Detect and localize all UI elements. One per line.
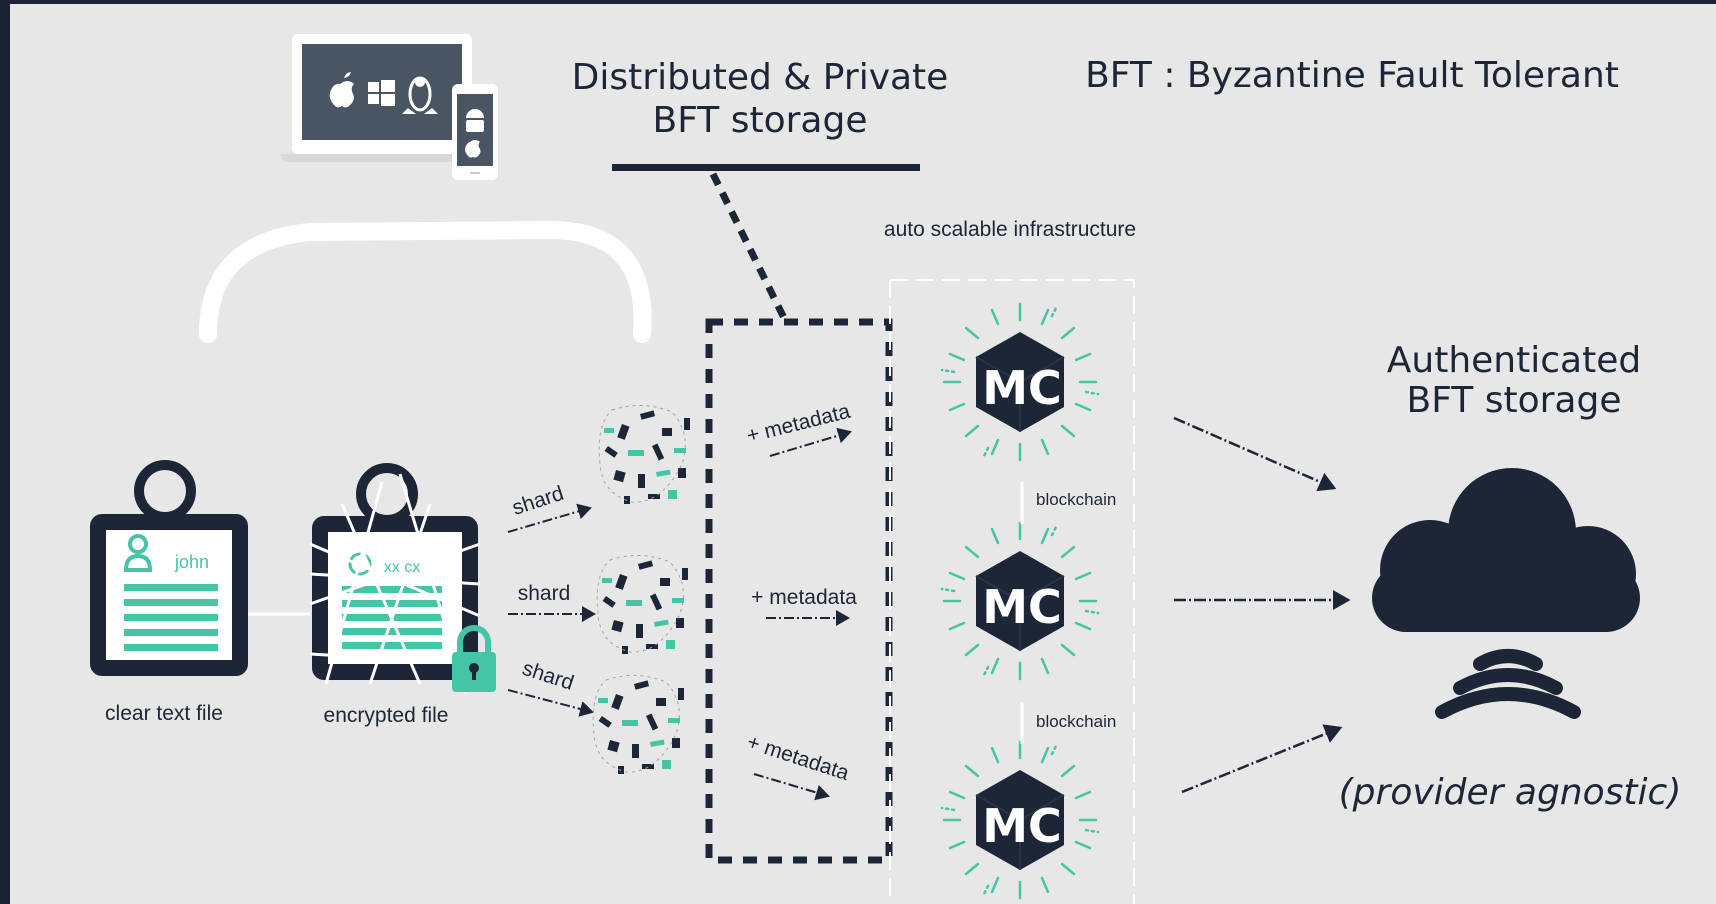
mc-logo: MC xyxy=(982,799,1062,853)
title-line-2: BFT storage xyxy=(653,100,868,141)
distributed-storage-box xyxy=(705,318,893,864)
bft-definition: BFT : Byzantine Fault Tolerant xyxy=(1085,55,1619,96)
lock-icon xyxy=(452,625,496,692)
apple-icon xyxy=(329,72,354,108)
shard-fragments-2 xyxy=(596,554,689,655)
shard-fragments-3 xyxy=(592,674,685,775)
title-line-1: Distributed & Private xyxy=(572,57,949,98)
shard-label-3: shard xyxy=(519,657,576,695)
infrastructure-label: auto scalable infrastructure xyxy=(884,218,1136,241)
metadata-arrow-1 xyxy=(769,427,852,457)
infrastructure-frame xyxy=(889,279,1135,904)
shard-fragments-1 xyxy=(598,404,691,505)
apple-icon xyxy=(465,140,481,158)
metadata-arrow-3 xyxy=(753,773,830,801)
authenticated-line-2: BFT storage xyxy=(1407,380,1622,421)
devices-illustration xyxy=(280,34,498,180)
android-icon xyxy=(466,109,484,132)
shard-arrow-3 xyxy=(507,689,594,717)
mc-logo: MC xyxy=(982,580,1062,634)
encrypted-file-name: xx cx xyxy=(384,559,420,576)
title-underline xyxy=(612,164,920,171)
shard-arrow-1 xyxy=(507,503,592,533)
clear-text-file-icon xyxy=(90,460,248,676)
clear-file-label: clear text file xyxy=(105,702,223,725)
blockchain-label-1: blockchain xyxy=(1036,490,1116,509)
diagram-svg: Distributed & Private BFT storage BFT : … xyxy=(90,34,1682,904)
mc-node-3: MC xyxy=(940,740,1100,900)
metadata-label-2: + metadata xyxy=(751,586,857,609)
mc-node-2: MC xyxy=(940,521,1100,681)
linux-icon xyxy=(402,76,438,114)
mc-logo: MC xyxy=(982,361,1062,415)
windows-icon xyxy=(368,80,395,106)
mc-node-1: MC xyxy=(940,302,1100,462)
wifi-signal-icon xyxy=(1435,649,1581,719)
metadata-label-1: + metadata xyxy=(744,400,852,448)
blockchain-label-2: blockchain xyxy=(1036,712,1116,731)
authenticated-line-1: Authenticated xyxy=(1387,340,1641,381)
shard-label-1: shard xyxy=(509,482,566,520)
client-bracket xyxy=(199,220,652,343)
title-connector xyxy=(709,172,789,322)
encrypted-file-label: encrypted file xyxy=(324,704,449,727)
diagram-canvas: Distributed & Private BFT storage BFT : … xyxy=(10,4,1716,904)
cloud-arrow-1 xyxy=(1173,416,1337,492)
clear-file-name: john xyxy=(174,552,209,572)
cloud-arrow-3 xyxy=(1181,724,1343,794)
shard-label-2: shard xyxy=(518,582,571,605)
provider-note: (provider agnostic) xyxy=(1339,772,1682,813)
encrypted-file-icon xyxy=(309,463,481,695)
metadata-label-3: + metadata xyxy=(744,731,852,786)
cloud-icon xyxy=(1372,468,1640,632)
